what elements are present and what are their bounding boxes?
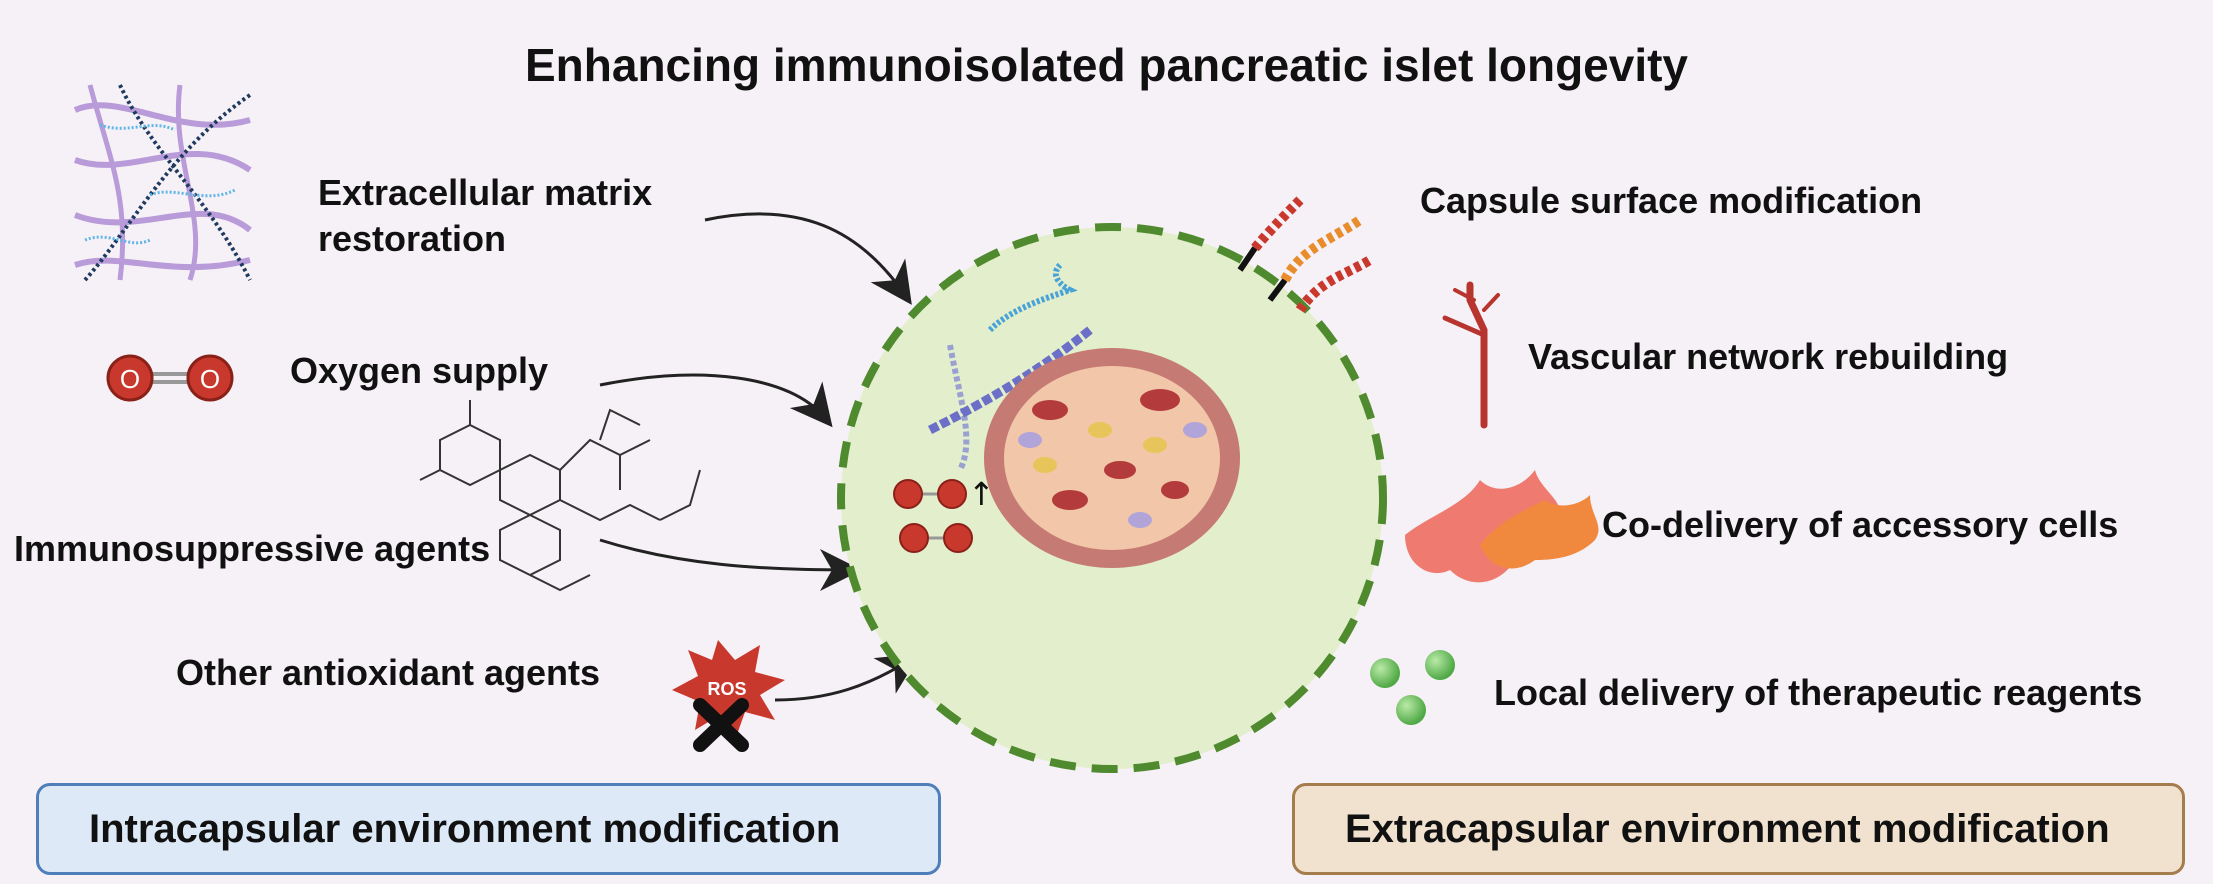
oxygen-molecule-inner-icon: [899, 523, 973, 553]
oxygen-atom-label: O: [120, 364, 140, 394]
label-vascular: Vascular network rebuilding: [1528, 336, 2009, 377]
cross-mark-icon: [693, 698, 749, 752]
blood-vessel-icon: [1442, 281, 1500, 429]
intracapsular-box: Intracapsular environment modification: [36, 783, 941, 875]
label-oxygen: Oxygen supply: [290, 350, 549, 391]
oxygen-molecule-icon: O O: [106, 354, 234, 402]
label-immunosuppressive: Immunosuppressive agents: [14, 528, 491, 569]
label-capsule-surface: Capsule surface modification: [1420, 180, 1923, 221]
accessory-cells-icon: [1405, 470, 1599, 583]
pancreatic-islet: [984, 348, 1240, 568]
ros-label: ROS: [707, 679, 746, 699]
diagram-title: Enhancing immunoisolated pancreatic isle…: [524, 39, 1689, 91]
molecule-structure-icon: [419, 400, 701, 592]
label-ecm: Extracellular matrix restoration: [318, 170, 652, 262]
capsule-fibers: [927, 262, 1093, 472]
label-ecm-line1: Extracellular matrix: [318, 172, 653, 213]
label-ecm-line2: restoration: [318, 218, 507, 259]
therapeutic-beads-icon: [1370, 650, 1455, 725]
surface-polymer-icon: [1237, 196, 1373, 313]
label-codelivery: Co-delivery of accessory cells: [1602, 504, 2119, 545]
arrow-antiox: [774, 653, 921, 702]
ros-burst-icon: ROS: [672, 640, 785, 740]
label-antioxidant: Other antioxidant agents: [176, 652, 601, 693]
arrow-ecm: [704, 212, 912, 305]
oxygen-molecule-inner-icon: [893, 479, 967, 509]
label-local-delivery: Local delivery of therapeutic reagents: [1494, 672, 2143, 713]
ecm-mesh-icon: [72, 82, 252, 282]
arrow-immuno: [599, 538, 862, 591]
arrow-oxygen: [599, 373, 833, 428]
extracapsular-box: Extracapsular environment modification: [1292, 783, 2185, 875]
oxygen-atom-label: O: [200, 364, 220, 394]
